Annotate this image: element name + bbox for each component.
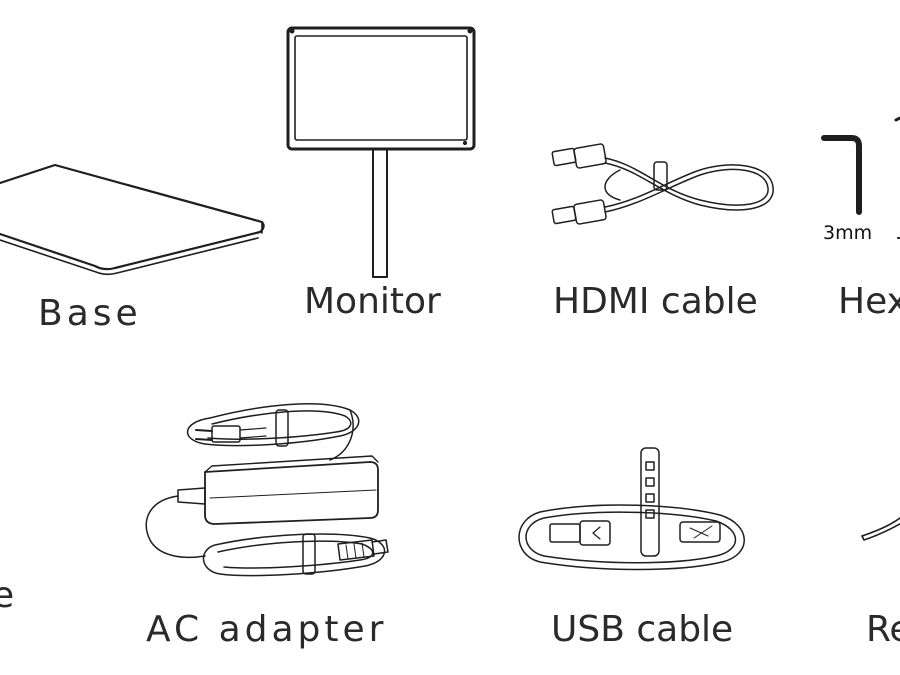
monitor-icon xyxy=(286,26,476,278)
base-label: Base xyxy=(38,293,142,334)
monitor-label: Monitor xyxy=(304,281,441,322)
remote-label: Re xyxy=(866,609,900,650)
ac-adapter-label: AC adapter xyxy=(146,609,388,650)
usb-cable-label: USB cable xyxy=(551,609,734,650)
base-plate-icon xyxy=(0,163,265,276)
hdmi-cable-icon xyxy=(551,143,774,225)
hex-key-size-label: 3mm xyxy=(823,222,873,244)
remote-icon xyxy=(861,517,900,541)
left-partial-label: e xyxy=(0,575,15,616)
hex-key-label: Hex xyxy=(838,281,900,322)
hex-key-icon xyxy=(821,116,900,239)
ac-adapter-icon xyxy=(145,403,389,577)
hdmi-cable-label: HDMI cable xyxy=(553,281,758,322)
usb-cable-icon xyxy=(518,447,745,571)
